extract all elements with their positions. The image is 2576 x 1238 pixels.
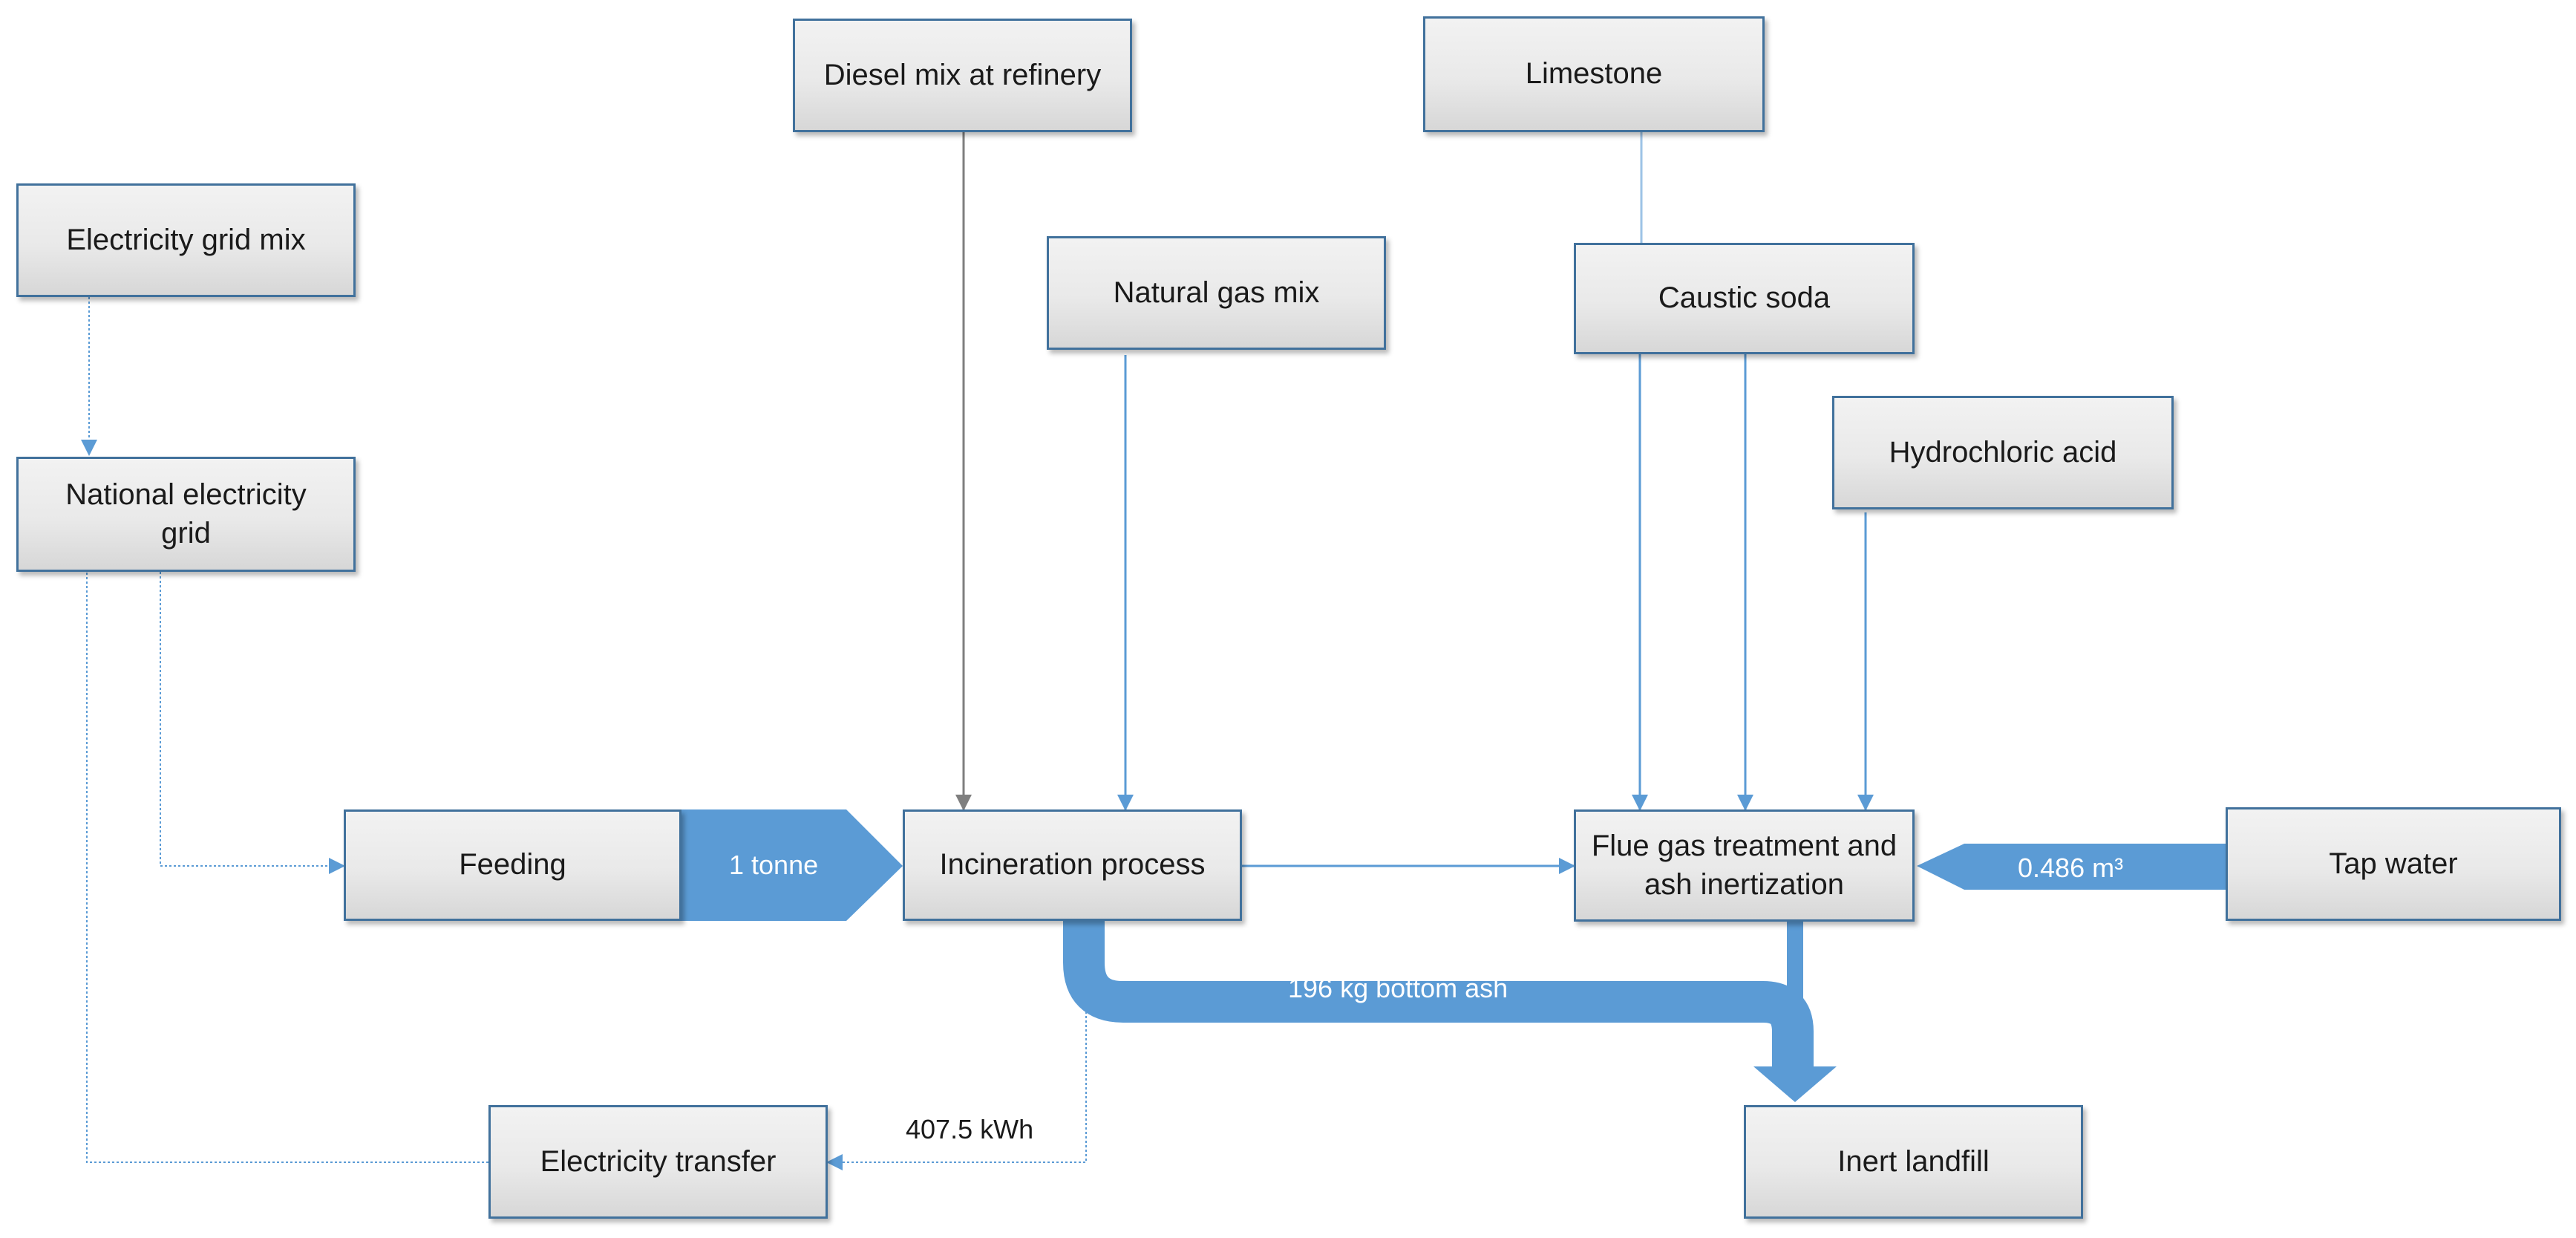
flow-arrow-tap-water	[1917, 844, 2226, 890]
flow-label-1-tonne: 1 tonne	[729, 850, 819, 880]
node-limestone: Limestone	[1423, 16, 1765, 132]
edge-incineration-to-transfer	[826, 1007, 1087, 1170]
node-limestone-label: Limestone	[1525, 57, 1663, 91]
node-diesel-label: Diesel mix at refinery	[823, 58, 1102, 91]
flow-arrow-1-tonne	[681, 809, 903, 921]
node-hydrochloric-acid: Hydrochloric acid	[1832, 396, 2174, 509]
node-national-grid-label: National electricity grid	[65, 478, 307, 550]
edge-transfer-to-national	[86, 572, 488, 1163]
node-electricity-grid-mix: Electricity grid mix	[16, 183, 356, 297]
flow-label-bottom-ash: 196 kg bottom ash	[1288, 973, 1508, 1003]
node-natural-gas-label: Natural gas mix	[1113, 276, 1320, 309]
node-diesel-mix: Diesel mix at refinery	[793, 19, 1132, 132]
node-flue-gas-label: Flue gas treatment and ash inertization	[1591, 830, 1897, 901]
edge-national-to-feeding	[160, 572, 345, 874]
node-incineration-process: Incineration process	[903, 809, 1242, 921]
node-feeding: Feeding	[344, 809, 681, 921]
node-flue-gas-treatment: Flue gas treatment and ash inertization	[1574, 809, 1915, 922]
flow-label-electricity-output: 407.5 kWh	[906, 1114, 1034, 1144]
node-caustic-soda-label: Caustic soda	[1658, 281, 1831, 315]
flow-label-tap-water: 0.486 m³	[2018, 853, 2124, 883]
node-tap-water: Tap water	[2226, 807, 2561, 921]
node-electricity-transfer-label: Electricity transfer	[540, 1144, 777, 1178]
node-incineration-label: Incineration process	[939, 848, 1206, 882]
node-inert-landfill-label: Inert landfill	[1837, 1144, 1990, 1178]
node-electricity-transfer: Electricity transfer	[488, 1105, 828, 1219]
node-tap-water-label: Tap water	[2329, 847, 2458, 880]
flow-landfill-arrowhead	[1753, 1066, 1837, 1102]
node-caustic-soda: Caustic soda	[1574, 243, 1915, 354]
node-feeding-label: Feeding	[459, 848, 566, 882]
node-inert-landfill: Inert landfill	[1744, 1105, 2083, 1219]
node-natural-gas-mix: Natural gas mix	[1047, 236, 1386, 350]
node-hydrochloric-acid-label: Hydrochloric acid	[1889, 435, 2117, 469]
node-electricity-grid-mix-label: Electricity grid mix	[66, 223, 306, 256]
node-national-electricity-grid: National electricity grid	[16, 457, 356, 572]
